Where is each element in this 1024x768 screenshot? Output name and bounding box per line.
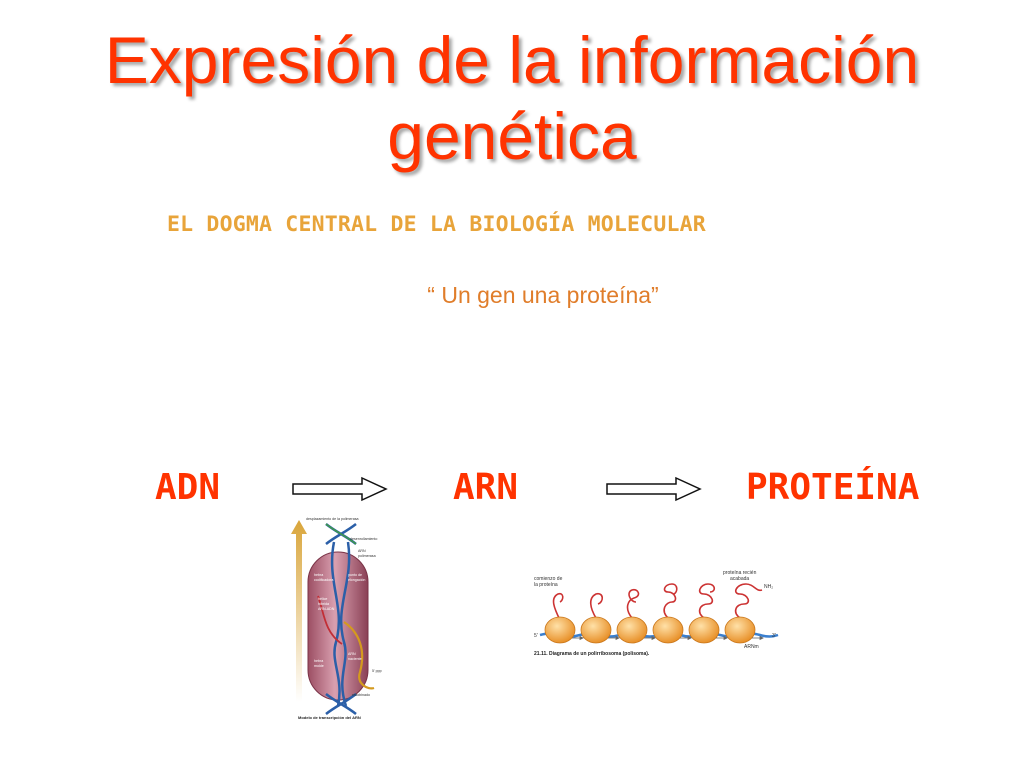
label-3-prime: 3' <box>772 633 776 639</box>
label-punto-elongacion-2: elongación <box>348 578 365 582</box>
label-arn-naciente-1: ARN <box>348 652 356 656</box>
polymerase-direction-arrow-icon <box>291 520 307 702</box>
label-arn-polimerasa-1: ARN <box>358 549 366 553</box>
label-hebra-codificadora-1: hebra <box>314 573 323 577</box>
label-punto-elongacion-1: punto de <box>348 573 362 577</box>
label-nh2: NH₂ <box>764 584 773 590</box>
arrow-arn-to-proteina-icon <box>606 476 702 502</box>
label-hebra-codificadora-2: codificadora <box>314 578 333 582</box>
label-proteina-2: acabada <box>730 576 749 582</box>
ribosome-6 <box>724 583 763 644</box>
term-proteina: PROTEÍNA <box>746 467 920 508</box>
title-line-1: Expresión de la información <box>104 23 920 97</box>
label-hebra-molde-2: molde <box>314 664 324 668</box>
term-arn: ARN <box>453 467 519 508</box>
ribosome-3 <box>616 588 648 644</box>
label-hebra-molde-1: hebra <box>314 659 323 663</box>
label-arn-polimerasa-2: polimerasa <box>358 554 376 558</box>
polysome-caption: 21.11. Diagrama de un polirribosoma (pol… <box>534 651 650 657</box>
label-hibrido-1: hélice <box>318 597 327 601</box>
label-arn-naciente-2: naciente <box>348 657 362 661</box>
label-proteina-1: proteína recién <box>723 570 757 576</box>
dna-figure-caption: Modelo de transcripción del ARN <box>298 715 361 720</box>
label-desplazamiento: desplazamiento de la polimerasa <box>306 517 359 521</box>
ribosome-4 <box>652 583 684 644</box>
label-hibrido-3: ARN-ADN <box>318 607 335 611</box>
label-arnm: ARNm <box>744 644 759 650</box>
polysome-diagram: comienzo de la proteína proteína recién … <box>534 570 779 657</box>
transcription-diagram: desplazamiento de la polimerasa desenrol… <box>291 517 382 720</box>
ribosome-1 <box>544 592 576 644</box>
ribosome-2 <box>580 592 612 644</box>
label-rebobinado: rebobinado <box>352 693 370 697</box>
title-line-2: genética <box>387 99 637 173</box>
label-comienzo-2: la proteína <box>534 582 558 588</box>
dogma-subtitle: EL DOGMA CENTRAL DE LA BIOLOGÍA MOLECULA… <box>167 212 706 237</box>
quote-text: “ Un gen una proteína” <box>427 282 659 308</box>
slide-title: Expresión de la información genética <box>0 22 1024 174</box>
arrow-adn-to-arn-icon <box>292 476 388 502</box>
label-5-prime: 5' <box>534 633 538 639</box>
term-adn: ADN <box>155 467 221 508</box>
label-ppp: 5' ppp <box>372 669 382 673</box>
label-hibrido-2: híbrida <box>318 602 329 606</box>
label-comienzo-1: comienzo de <box>534 576 563 582</box>
label-desenrollamiento: desenrollamiento <box>350 537 377 541</box>
ribosome-5 <box>688 583 720 644</box>
